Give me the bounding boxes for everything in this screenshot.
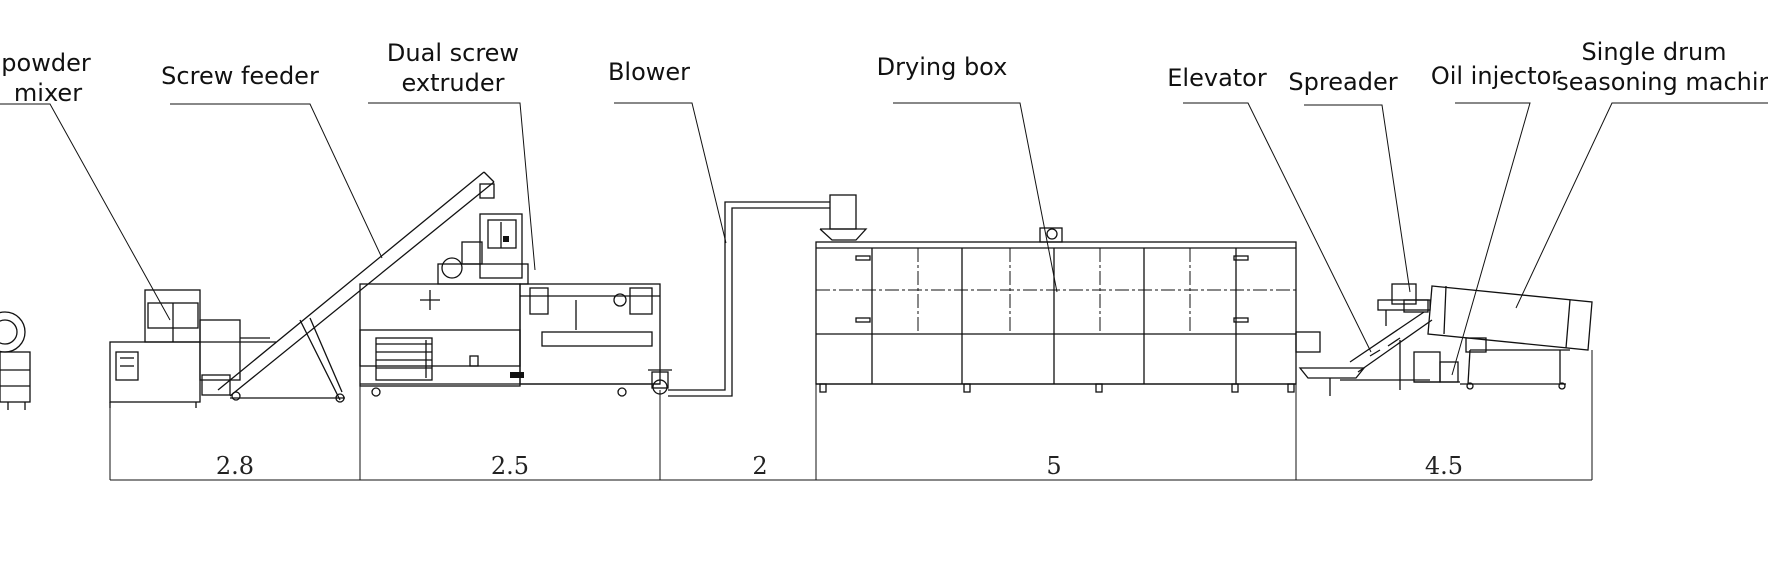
label-single-drum-line1: Single drum bbox=[1581, 38, 1726, 66]
leader-spreader bbox=[1304, 104, 1411, 293]
dimension-label-4-5: 4.5 bbox=[1425, 452, 1463, 480]
label-single-drum-seasoning-machine: Single drum seasoning machin bbox=[1556, 38, 1768, 96]
label-blower: Blower bbox=[608, 58, 690, 86]
dimension-label-2-5: 2.5 bbox=[491, 452, 529, 480]
label-powder-mixer-line2: mixer bbox=[14, 79, 82, 107]
leader-powder-mixer bbox=[0, 103, 171, 321]
dimension-label-2: 2 bbox=[752, 452, 767, 480]
screw-feeder bbox=[109, 171, 495, 408]
powder-mixer bbox=[0, 311, 31, 410]
label-powder-mixer: powder mixer bbox=[1, 49, 91, 107]
label-powder-mixer-line1: powder bbox=[1, 49, 91, 77]
leader-drying-box bbox=[893, 102, 1058, 293]
label-spreader: Spreader bbox=[1288, 68, 1397, 96]
drying-box bbox=[815, 227, 1321, 393]
label-oil-injector: Oil injector bbox=[1431, 62, 1561, 90]
leader-oil-injector bbox=[1451, 102, 1531, 376]
label-screw-feeder: Screw feeder bbox=[161, 62, 319, 90]
label-dual-screw-extruder-line1: Dual screw bbox=[387, 39, 519, 67]
label-drying-box: Drying box bbox=[877, 53, 1008, 81]
leader-elevator bbox=[1183, 102, 1372, 353]
leader-screw-feeder bbox=[170, 103, 383, 259]
single-drum-seasoning-machine bbox=[1427, 285, 1593, 390]
label-single-drum-line2: seasoning machin bbox=[1556, 68, 1768, 96]
blower bbox=[648, 194, 868, 397]
oil-injector bbox=[1413, 351, 1460, 383]
leader-dual-screw-extruder bbox=[368, 102, 536, 271]
label-dual-screw-extruder: Dual screw extruder bbox=[387, 39, 519, 97]
elevator bbox=[1298, 299, 1433, 396]
dimension-lines bbox=[109, 350, 1593, 481]
leader-blower bbox=[614, 102, 727, 244]
dimension-label-5: 5 bbox=[1046, 452, 1061, 480]
leader-lines bbox=[0, 102, 1768, 376]
label-elevator: Elevator bbox=[1167, 64, 1267, 92]
leader-single-drum bbox=[1515, 102, 1768, 309]
dimension-label-2-8: 2.8 bbox=[216, 452, 254, 480]
label-dual-screw-extruder-line2: extruder bbox=[402, 69, 505, 97]
dual-screw-extruder bbox=[359, 213, 661, 397]
